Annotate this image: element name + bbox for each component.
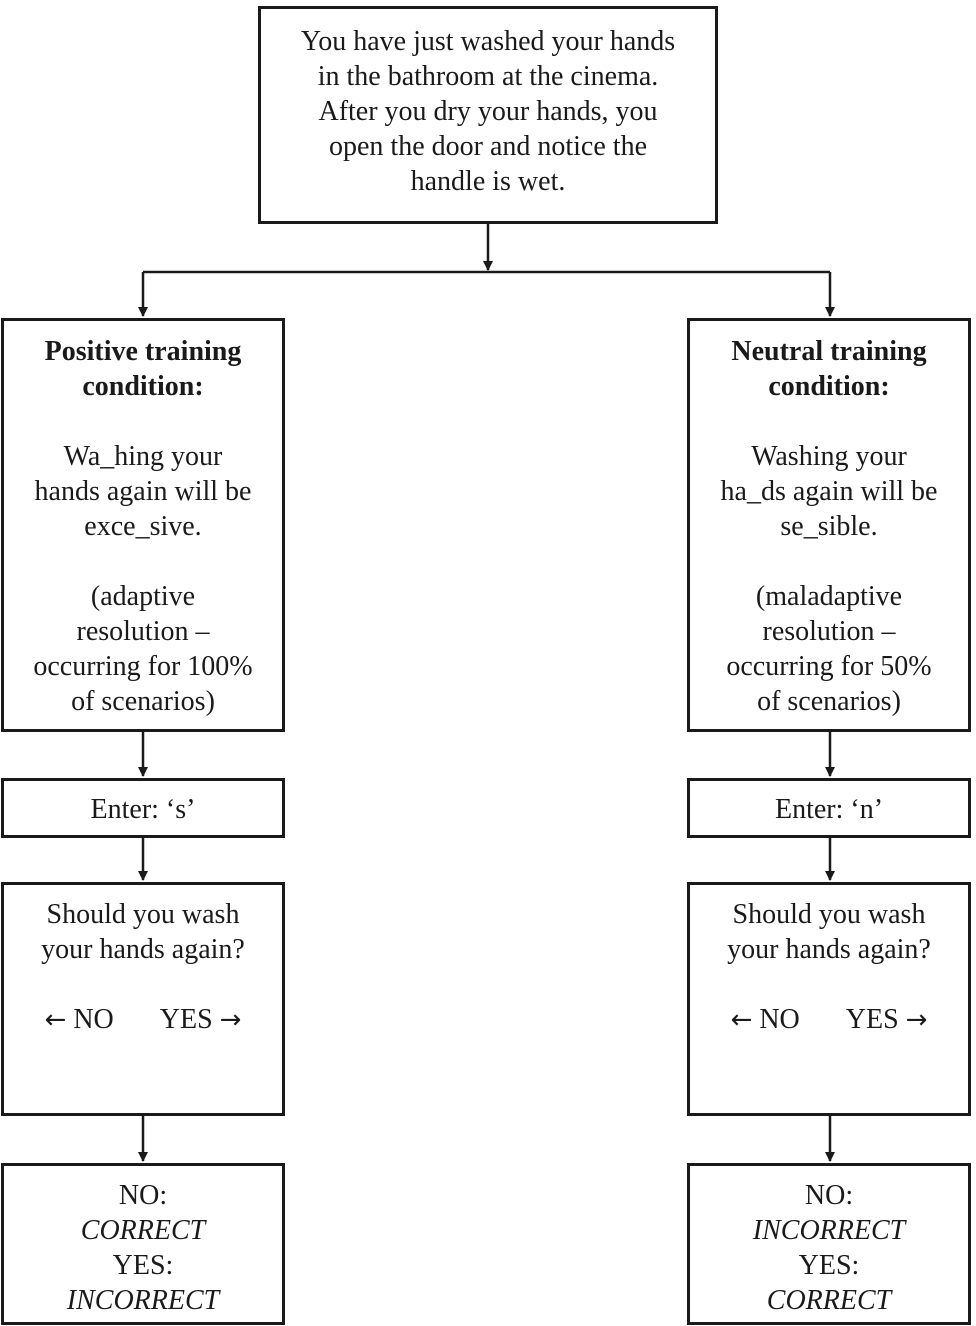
neutral-feedback-yes-label: YES: [798, 1250, 860, 1281]
neutral-feedback-no-label: NO: [804, 1180, 854, 1211]
neutral-question-line: your hands again? [727, 934, 931, 965]
neutral-answer-row: ← NO YES → [690, 1002, 968, 1038]
positive-no-label: NO [73, 1004, 114, 1035]
positive-feedback-box: NO: CORRECT YES: INCORRECT [1, 1163, 285, 1325]
neutral-yes-label: YES [845, 1004, 899, 1035]
positive-note-line: of scenarios) [71, 686, 215, 717]
positive-answer-row: ← NO YES → [4, 1002, 282, 1038]
positive-yes-label: YES [159, 1004, 213, 1035]
neutral-feedback-no-result: INCORRECT [752, 1215, 906, 1246]
left-arrow-icon: ← [44, 1005, 67, 1035]
right-arrow-icon: → [905, 1005, 928, 1035]
neutral-no-label: NO [759, 1004, 800, 1035]
right-arrow-icon: → [219, 1005, 242, 1035]
neutral-item-line: ha_ds again will be [720, 476, 938, 507]
scenario-line: in the bathroom at the cinema. [317, 61, 659, 92]
positive-note-line: occurring for 100% [33, 651, 253, 682]
positive-enter-label: Enter: ‘s’ [90, 794, 196, 825]
positive-note-line: (adaptive [90, 581, 196, 612]
positive-question-box: Should you wash your hands again? ← NO Y… [1, 882, 285, 1116]
neutral-feedback-yes-result: CORRECT [766, 1285, 892, 1316]
positive-item-line: Wa_hing your [63, 441, 223, 472]
neutral-feedback-box: NO: INCORRECT YES: CORRECT [687, 1163, 971, 1325]
scenario-line: After you dry your hands, you [318, 96, 658, 127]
positive-feedback-no-result: CORRECT [80, 1215, 206, 1246]
neutral-condition-heading: condition: [768, 371, 890, 402]
positive-condition-heading: condition: [82, 371, 204, 402]
positive-note-line: resolution – [76, 616, 210, 647]
positive-feedback-yes-label: YES: [112, 1250, 174, 1281]
neutral-condition-heading: Neutral training [731, 336, 927, 367]
neutral-no-option: ← NO [731, 1002, 800, 1038]
scenario-line: You have just washed your hands [300, 26, 676, 57]
positive-enter-box: Enter: ‘s’ [1, 778, 285, 838]
neutral-note-line: resolution – [762, 616, 896, 647]
neutral-enter-label: Enter: ‘n’ [774, 794, 884, 825]
neutral-condition-box: Neutral training condition: Washing your… [687, 318, 971, 732]
neutral-item-line: Washing your [751, 441, 907, 472]
neutral-note-line: (maladaptive [755, 581, 903, 612]
scenario-line: open the door and notice the [328, 131, 647, 162]
positive-item-line: hands again will be [34, 476, 252, 507]
neutral-note-line: of scenarios) [757, 686, 901, 717]
neutral-question-box: Should you wash your hands again? ← NO Y… [687, 882, 971, 1116]
positive-feedback-yes-result: INCORRECT [66, 1285, 220, 1316]
neutral-note-line: occurring for 50% [726, 651, 932, 682]
scenario-box: You have just washed your hands in the b… [258, 6, 718, 224]
positive-condition-heading: Positive training [44, 336, 242, 367]
positive-question-line: your hands again? [41, 934, 245, 965]
neutral-question-line: Should you wash [732, 899, 926, 930]
positive-feedback-no-label: NO: [118, 1180, 168, 1211]
scenario-line: handle is wet. [410, 166, 566, 197]
positive-yes-option: YES → [160, 1002, 242, 1038]
positive-condition-box: Positive training condition: Wa_hing you… [1, 318, 285, 732]
neutral-item-line: se_sible. [780, 511, 878, 542]
left-arrow-icon: ← [730, 1005, 753, 1035]
positive-question-line: Should you wash [46, 899, 240, 930]
positive-item-line: exce_sive. [84, 511, 202, 542]
neutral-yes-option: YES → [846, 1002, 928, 1038]
neutral-enter-box: Enter: ‘n’ [687, 778, 971, 838]
positive-no-option: ← NO [45, 1002, 114, 1038]
